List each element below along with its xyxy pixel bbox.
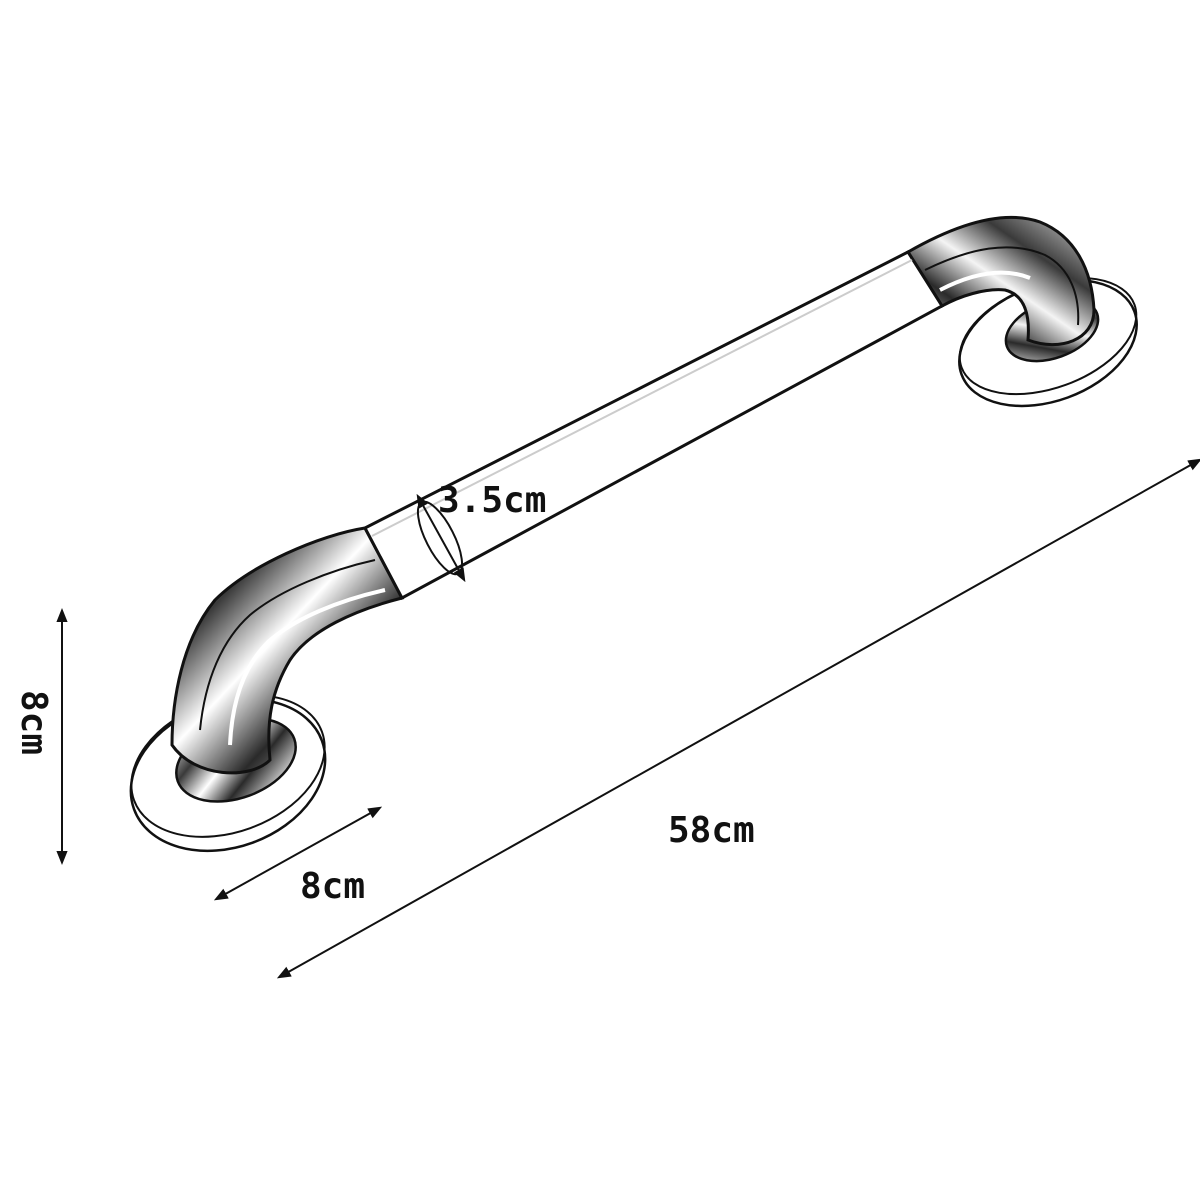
- length-dimension-line: [276, 458, 1200, 979]
- white-grip-sleeve: [362, 250, 945, 601]
- dimension-lines: [56, 458, 1200, 979]
- diameter-label: 3.5cm: [438, 480, 546, 521]
- depth-label: 8cm: [300, 866, 365, 907]
- right-chrome-elbow: [905, 215, 1096, 347]
- height-label: 8cm: [13, 690, 54, 755]
- length-label: 58cm: [668, 810, 755, 851]
